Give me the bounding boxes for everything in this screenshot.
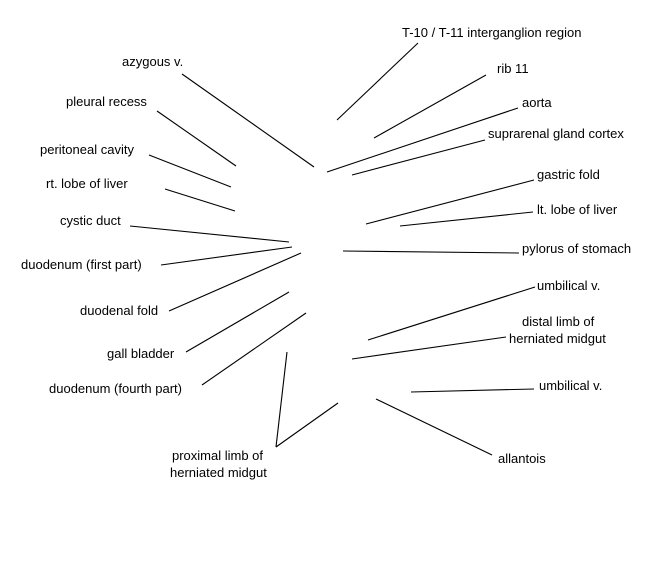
leader-lines [129, 42, 536, 456]
leader-line-proximal-limb-b [275, 402, 339, 448]
label-pleural-recess: pleural recess [66, 94, 147, 109]
label-distal-limb-line1: distal limb of [522, 314, 595, 329]
leader-line-azygous-v [181, 73, 315, 168]
leader-line-duodenal-fold [168, 252, 302, 312]
leader-line-duodenum-first-part [160, 246, 293, 266]
leader-line-allantois [375, 398, 493, 456]
label-lt-lobe-of-liver: lt. lobe of liver [537, 202, 618, 217]
leader-line-lt-lobe-of-liver [399, 211, 534, 227]
label-rt-lobe-of-liver: rt. lobe of liver [46, 176, 128, 191]
label-gastric-fold: gastric fold [537, 167, 600, 182]
label-distal-limb-line2: herniated midgut [509, 331, 606, 346]
leader-line-aorta [326, 107, 519, 173]
leader-line-pylorus-of-stomach [342, 250, 520, 254]
label-duodenum-fourth-part: duodenum (fourth part) [49, 381, 182, 396]
label-gall-bladder: gall bladder [107, 346, 175, 361]
leader-line-pleural-recess [156, 110, 237, 167]
label-proximal-limb-line2: herniated midgut [170, 465, 267, 480]
label-cystic-duct: cystic duct [60, 213, 121, 228]
label-t10-t11: T-10 / T-11 interganglion region [402, 25, 581, 40]
leader-line-duodenum-fourth-part [201, 312, 307, 386]
label-azygous-v: azygous v. [122, 54, 183, 69]
label-rib-11: rib 11 [497, 61, 529, 76]
leader-line-rt-lobe-of-liver [164, 188, 236, 212]
label-allantois: allantois [498, 451, 546, 466]
leader-line-suprarenal-gland-cortex [351, 139, 486, 176]
label-peritoneal-cavity: peritoneal cavity [40, 142, 134, 157]
label-umbilical-v-upper: umbilical v. [537, 278, 600, 293]
label-duodenal-fold: duodenal fold [80, 303, 158, 318]
leader-line-rib-11 [373, 74, 487, 139]
label-proximal-limb-line1: proximal limb of [172, 448, 263, 463]
labels: T-10 / T-11 interganglion region azygous… [21, 25, 631, 480]
leader-line-umbilical-v-upper [367, 286, 536, 341]
label-duodenum-first-part: duodenum (first part) [21, 257, 142, 272]
leader-line-gastric-fold [365, 179, 535, 225]
label-pylorus-of-stomach: pylorus of stomach [522, 241, 631, 256]
label-umbilical-v-lower: umbilical v. [539, 378, 602, 393]
leader-line-peritoneal-cavity [148, 154, 232, 188]
leader-line-t10-t11 [336, 42, 419, 121]
leader-line-distal-limb [351, 336, 507, 360]
label-suprarenal-gland-cortex: suprarenal gland cortex [488, 126, 624, 141]
leader-line-cystic-duct [129, 225, 290, 243]
leader-line-umbilical-v-lower [410, 388, 535, 393]
label-aorta: aorta [522, 95, 552, 110]
leader-line-proximal-limb-a [275, 351, 288, 448]
leader-line-gall-bladder [185, 291, 290, 353]
